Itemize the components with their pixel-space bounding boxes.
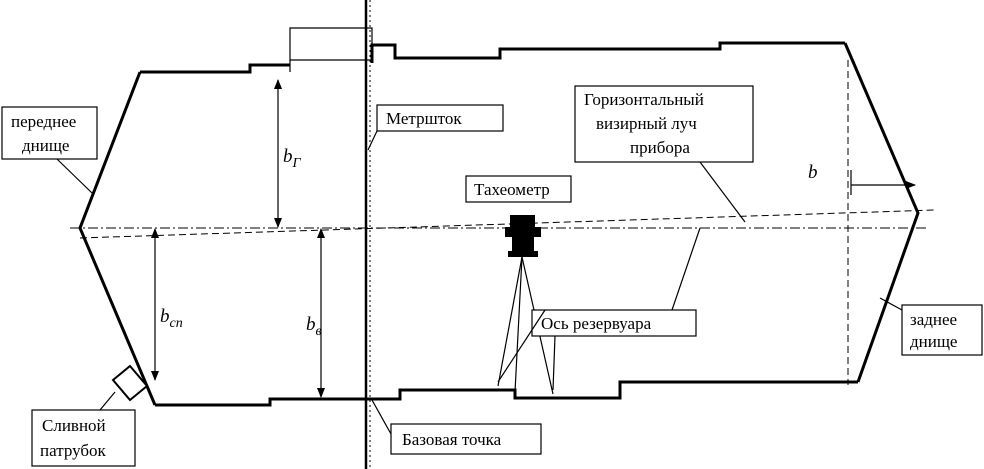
tacheometer-device — [497, 215, 554, 395]
label-tank-axis: Ось резервуара — [541, 314, 652, 333]
metroshtok-rod — [364, 0, 371, 469]
label-beam-line3: прибора — [630, 138, 690, 157]
hatch — [289, 27, 373, 72]
dim-label-b-v: bв — [306, 314, 322, 339]
label-beam-line2: визирный луч — [596, 114, 697, 133]
rear-head — [843, 42, 920, 383]
dim-label-b: b — [808, 162, 818, 183]
dim-label-b-sp: bсп — [160, 306, 183, 331]
label-drain-pipe-line2: патрубок — [40, 441, 107, 460]
label-drain-pipe-line1: Сливной — [42, 416, 106, 435]
label-front-head-line2: днище — [22, 136, 69, 155]
dim-label-b-g: bГ — [283, 146, 302, 171]
label-metroshtok: Метршток — [386, 109, 462, 128]
label-front-head-line1: переднее — [11, 112, 76, 131]
label-rear-head-line2: днище — [910, 332, 957, 351]
label-beam-line1: Горизонтальный — [584, 90, 704, 109]
label-tacheometer: Тахеометр — [474, 180, 550, 199]
drain-pipe-shape — [111, 364, 149, 402]
label-base-point: Базовая точка — [402, 430, 502, 449]
tank-hull — [78, 27, 920, 407]
label-rear-head-line1: заднее — [910, 310, 957, 329]
